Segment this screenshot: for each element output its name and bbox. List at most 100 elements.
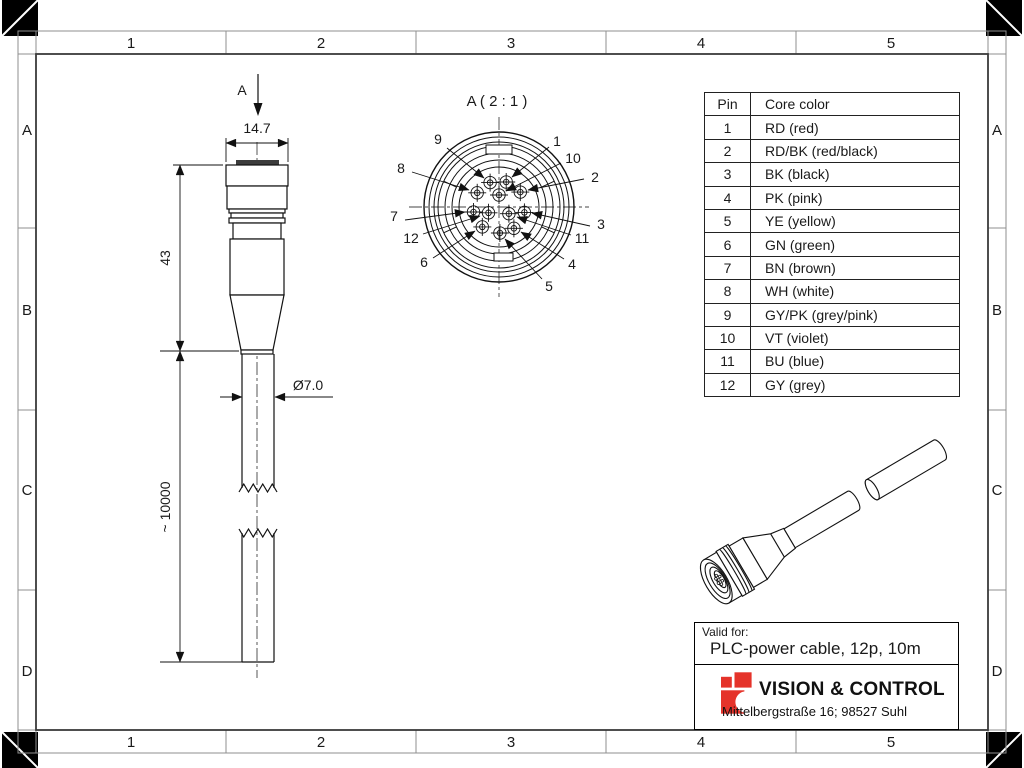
- color-cell: WH (white): [750, 279, 960, 304]
- pin-label: 8: [397, 160, 405, 176]
- pin-cell: 4: [704, 185, 751, 210]
- pin-cell: 10: [704, 325, 751, 351]
- pin-label: 5: [545, 278, 553, 294]
- pin-label: 9: [434, 131, 442, 147]
- title-block: Valid for: PLC-power cable, 12p, 10m VIS…: [694, 622, 959, 730]
- detail-title: A ( 2 : 1 ): [467, 93, 528, 110]
- pin-label: 10: [565, 150, 581, 166]
- zone-row-label: B: [22, 302, 32, 319]
- pin: [515, 203, 534, 222]
- iso-face-pins: [714, 573, 725, 586]
- pin: [490, 186, 508, 204]
- table-header-row: Pin Core color: [704, 91, 960, 117]
- color-cell: BK (black): [750, 162, 960, 187]
- pin-cell: 12: [704, 372, 751, 398]
- zone-col-label: 4: [697, 35, 705, 52]
- pin: [497, 173, 516, 191]
- connector-iso-view: [699, 439, 947, 605]
- pin-label: 4: [568, 256, 576, 272]
- zone-row-label: C: [992, 482, 1003, 499]
- connector-length-dimension: 43: [157, 250, 173, 266]
- zone-row-label: B: [992, 302, 1002, 319]
- pin-cell: 7: [704, 255, 751, 281]
- pin-cell: 2: [704, 138, 751, 164]
- color-cell: PK (pink): [750, 185, 960, 210]
- company-address: Mittelbergstraße 16; 98527 Suhl: [722, 704, 907, 719]
- pin-leaders: [404, 146, 591, 280]
- color-cell: GN (green): [750, 232, 960, 257]
- zone-row-label: A: [22, 122, 32, 139]
- pin: [511, 183, 530, 202]
- pin: [468, 183, 487, 202]
- pin-cell: 3: [704, 162, 751, 187]
- color-cell: VT (violet): [750, 325, 960, 351]
- zone-row-label: C: [22, 482, 33, 499]
- keyways: [443, 144, 555, 262]
- header-pin: Pin: [704, 91, 751, 117]
- color-cell: RD (red): [750, 115, 960, 140]
- pin-label: 1: [553, 133, 561, 149]
- zone-row-label: D: [22, 663, 33, 680]
- pin: [504, 219, 523, 238]
- section-arrow: A: [237, 74, 263, 116]
- pin-cell: 8: [704, 279, 751, 304]
- pin-label: 7: [390, 208, 398, 224]
- zone-col-label: 4: [697, 734, 705, 751]
- pin-cell: 1: [704, 115, 751, 140]
- color-cell: YE (yellow): [750, 208, 960, 234]
- pin-cell: 6: [704, 232, 751, 257]
- header-core-color: Core color: [750, 91, 960, 117]
- valid-for-label: Valid for:: [702, 625, 749, 639]
- pins: [464, 173, 534, 242]
- zone-col-label: 1: [127, 734, 135, 751]
- vision-control-logo: [721, 672, 757, 714]
- connector-side-view: A 14.7 43 ~ 10000 Ø7.0: [157, 74, 333, 678]
- zone-col-label: 2: [317, 734, 325, 751]
- pin: [499, 204, 518, 223]
- connector-detail-view: A ( 2 : 1 ): [390, 93, 605, 297]
- color-cell: BN (brown): [750, 255, 960, 281]
- color-cell: RD/BK (red/black): [750, 138, 960, 164]
- cable: [238, 354, 278, 663]
- zone-col-label: 3: [507, 35, 515, 52]
- width-dimension: 14.7: [243, 120, 270, 136]
- pin: [481, 173, 500, 192]
- pin: [479, 203, 498, 222]
- logo-circle: [735, 691, 757, 713]
- zone-col-label: 5: [887, 35, 895, 52]
- pin-number-labels: 1 2 3 4 5 6 7 8 9 10 11 12: [390, 131, 605, 294]
- sheet-frame: [17, 30, 1007, 754]
- pin-label: 6: [420, 254, 428, 270]
- color-cell: GY/PK (grey/pink): [750, 302, 960, 327]
- color-cell: GY (grey): [750, 372, 960, 398]
- zone-row-label: D: [992, 663, 1003, 680]
- pin-label: 2: [591, 169, 599, 185]
- zone-col-label: 1: [127, 35, 135, 52]
- zone-row-label: A: [992, 122, 1002, 139]
- pin-label: 11: [575, 230, 590, 246]
- product-name: PLC-power cable, 12p, 10m: [710, 639, 921, 658]
- valid-for-section: Valid for: PLC-power cable, 12p, 10m: [695, 623, 958, 665]
- company-section: VISION & CONTROL Mittelbergstraße 16; 98…: [695, 665, 958, 729]
- pin-cell: 11: [704, 349, 751, 374]
- zone-col-label: 5: [887, 734, 895, 751]
- pin-label: 12: [403, 230, 419, 246]
- pin: [473, 217, 492, 236]
- pin-cell: 9: [704, 302, 751, 327]
- cable-diameter-dimension: Ø7.0: [293, 377, 324, 393]
- zone-labels: 1 2 3 4 5 1 2 3 4 5 A B C D A B C D: [22, 35, 1003, 751]
- dimensions: [160, 138, 333, 663]
- pin-label: 3: [597, 216, 605, 232]
